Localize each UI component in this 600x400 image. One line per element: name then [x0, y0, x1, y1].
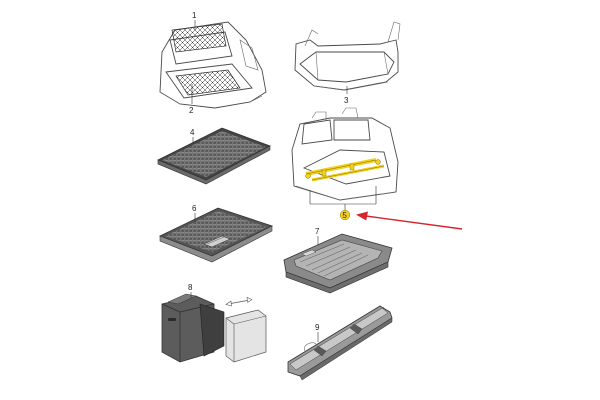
trunk-liner-illustration [294, 21, 401, 91]
callout-number: 1 [192, 11, 197, 20]
callout-number: 2 [189, 106, 194, 115]
trunk-net-illustration [159, 21, 267, 109]
ski-bag-illustration [287, 305, 393, 381]
callout-number: 5 [342, 211, 347, 220]
callout-5-highlight [339, 209, 351, 221]
callout-number: 8 [188, 283, 193, 292]
rail-highlight [305, 158, 385, 182]
callout-3: 3 [344, 86, 349, 105]
callout-1: 1 [192, 11, 197, 30]
callout-7: 7 [315, 227, 320, 245]
callout-number: 6 [192, 204, 197, 213]
callout-4: 4 [190, 128, 195, 144]
folding-box-illustration [161, 293, 267, 363]
callout-8: 8 [188, 283, 193, 298]
callout-9: 9 [315, 323, 320, 342]
callout-number: 3 [344, 96, 349, 105]
callout-6: 6 [192, 204, 197, 222]
callout-2: 2 [189, 84, 194, 115]
callout-number: 9 [315, 323, 320, 332]
ribbed-floor-mat-illustration [157, 127, 271, 185]
callout-number: 7 [315, 227, 320, 236]
callout-number: 4 [190, 128, 195, 137]
trunk-rail-illustration [291, 107, 399, 201]
storage-mat-illustration [158, 207, 274, 263]
trunk-tray-illustration [283, 233, 393, 294]
callout-5: 5 [309, 186, 377, 221]
red-pointer-arrow [356, 211, 463, 230]
